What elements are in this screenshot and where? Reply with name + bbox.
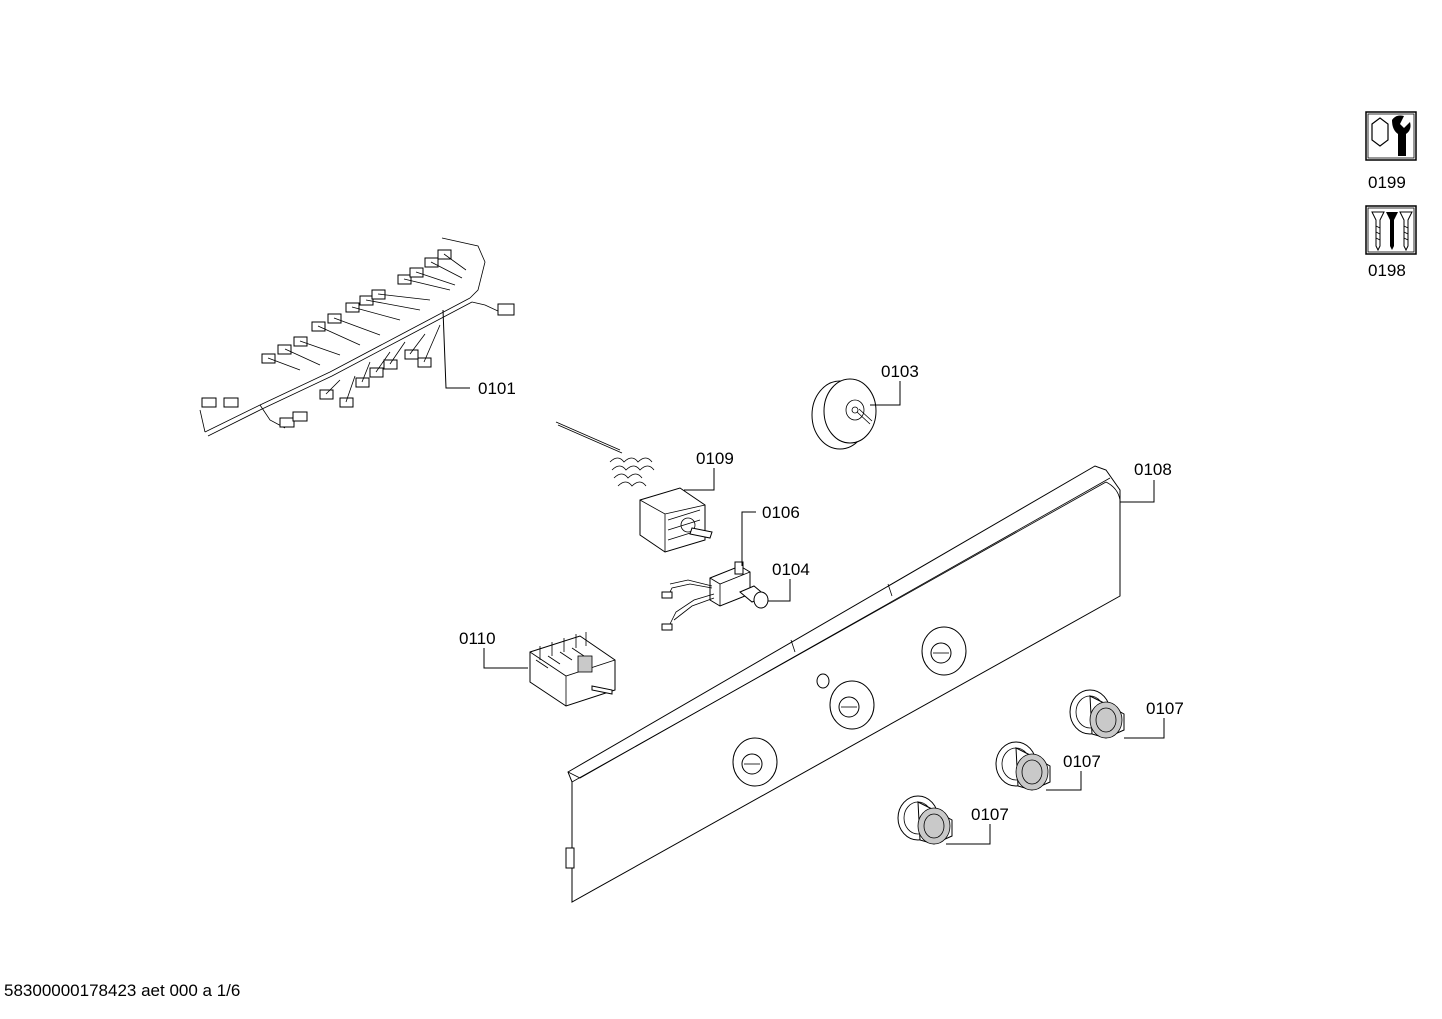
label-0103: 0103 — [881, 362, 919, 381]
timer-0103 — [811, 378, 901, 450]
knob-0107-middle — [995, 741, 1082, 791]
label-0107-b: 0107 — [1063, 752, 1101, 771]
wrench-nut-icon — [1365, 111, 1417, 161]
label-0106: 0106 — [762, 503, 800, 522]
label-0107-c: 0107 — [971, 805, 1009, 824]
knob-0107-left — [897, 795, 991, 845]
panel-knob-hole-middle — [829, 680, 875, 730]
selector-switch-0110 — [483, 632, 616, 707]
label-0108: 0108 — [1134, 460, 1172, 479]
thermostat-0109 — [555, 421, 715, 553]
document-footer: 58300000178423 aet 000 a 1/6 — [4, 981, 241, 1000]
control-panel-0108 — [565, 465, 1155, 903]
label-0199: 0199 — [1368, 173, 1406, 192]
screws-icon — [1365, 205, 1417, 255]
label-0109: 0109 — [696, 449, 734, 468]
panel-knob-hole-right — [921, 626, 967, 676]
wiring-harness-0101 — [199, 237, 515, 437]
label-0101: 0101 — [478, 379, 516, 398]
panel-knob-hole-left — [732, 737, 778, 787]
label-0198: 0198 — [1368, 261, 1406, 280]
label-0110: 0110 — [459, 629, 496, 648]
label-0107-a: 0107 — [1146, 699, 1184, 718]
knob-0107-right — [1069, 689, 1165, 739]
label-0104: 0104 — [772, 560, 810, 579]
panel-indicator-hole — [816, 673, 830, 689]
button-0104 — [739, 579, 791, 609]
